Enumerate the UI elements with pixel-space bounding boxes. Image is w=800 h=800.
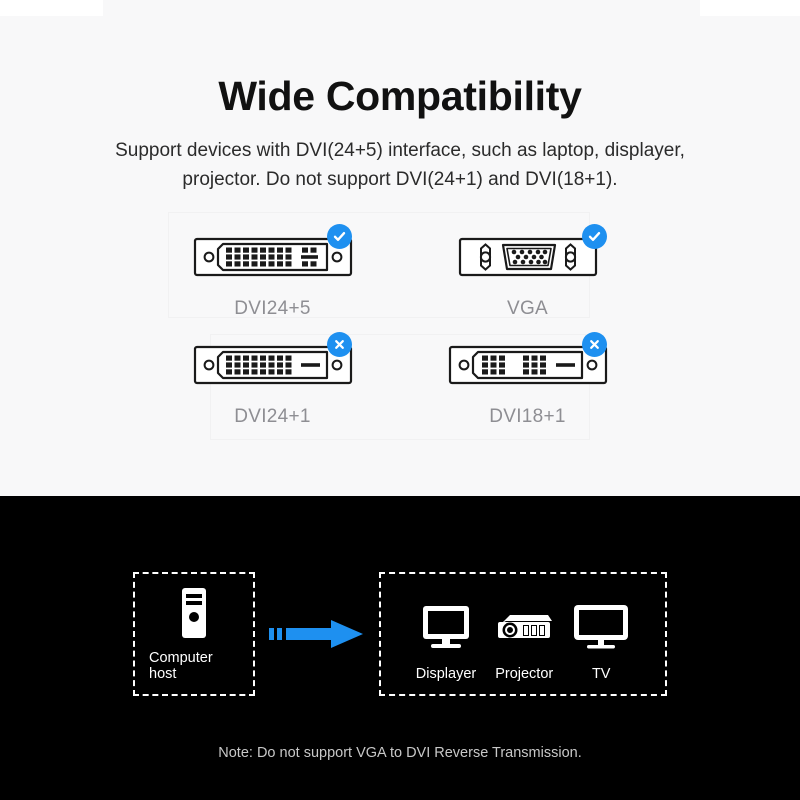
dvi18-1-icon: [443, 332, 613, 394]
dvi24-1-icon: [188, 332, 358, 394]
device-label: Projector: [495, 666, 554, 682]
connector-label: DVI24+1: [234, 406, 311, 427]
check-icon: [326, 224, 352, 249]
connector-label: VGA: [506, 298, 549, 319]
footnote: Note: Do not support VGA to DVI Reverse …: [218, 745, 582, 761]
subtitle-line-2: projector. Do not support DVI(24+1) and …: [182, 169, 618, 191]
page-title: Wide Compatibility: [218, 73, 582, 119]
device-projector[interactable]: Projector: [494, 590, 554, 682]
monitor-icon: [420, 598, 472, 656]
vga-icon: [443, 224, 613, 286]
target-devices-box: Displayer: [379, 572, 667, 696]
projector-icon: [494, 598, 554, 656]
connector-dvi24-1[interactable]: DVI24+1: [175, 332, 370, 428]
device-tv[interactable]: TV: [572, 590, 630, 682]
source-device-box: Computer host: [133, 572, 255, 696]
top-left-white-band: [0, 0, 103, 16]
arrow-right-icon: [255, 617, 379, 651]
device-displayer[interactable]: Displayer: [416, 590, 476, 682]
connector-panel-bottom: [210, 334, 590, 440]
connector-vga[interactable]: VGA: [430, 224, 625, 320]
transmission-section: Computer host: [0, 496, 800, 800]
check-icon: [581, 224, 607, 249]
compatibility-section: Wide Compatibility Support devices with …: [0, 0, 800, 440]
device-computer-host[interactable]: Computer host: [149, 588, 239, 682]
connector-label: DVI24+5: [234, 298, 311, 319]
transmission-flow: Computer host: [0, 572, 800, 696]
page-subtitle: Support devices with DVI(24+5) interface…: [0, 136, 800, 195]
connector-row-supported: DVI24+5: [0, 224, 800, 320]
connector-grid: DVI24+5: [0, 224, 800, 428]
top-right-white-band: [700, 0, 800, 16]
device-label: Displayer: [415, 666, 477, 682]
connector-dvi18-1[interactable]: DVI18+1: [430, 332, 625, 428]
connector-row-unsupported: DVI24+1: [0, 332, 800, 428]
dvi24-5-icon: [188, 224, 358, 286]
cross-icon: [581, 332, 607, 357]
connector-dvi24-5[interactable]: DVI24+5: [175, 224, 370, 320]
device-label: Computer host: [149, 650, 213, 682]
connector-label: DVI18+1: [489, 406, 566, 427]
computer-tower-icon: [177, 586, 211, 640]
cross-icon: [326, 332, 352, 357]
device-label: TV: [591, 666, 611, 682]
subtitle-line-1: Support devices with DVI(24+5) interface…: [115, 140, 685, 161]
tv-icon: [572, 598, 630, 656]
